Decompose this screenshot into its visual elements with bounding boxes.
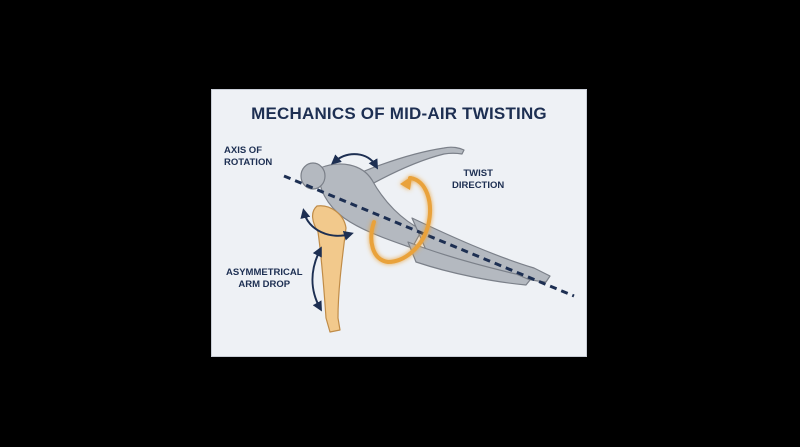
diagram-card: MECHANICS OF MID-AIR TWISTING bbox=[211, 89, 587, 357]
raised-arm bbox=[361, 146, 465, 185]
shoulder-rotation-arrow bbox=[330, 153, 378, 170]
head bbox=[300, 162, 326, 190]
axis-of-rotation-label: AXIS OF ROTATION bbox=[224, 145, 272, 169]
gymnast-body bbox=[300, 146, 551, 286]
arm-label-line2: ARM DROP bbox=[238, 279, 291, 290]
diagram-title: MECHANICS OF MID-AIR TWISTING bbox=[251, 104, 547, 123]
axis-of-rotation-line bbox=[283, 174, 575, 298]
arm-label-line1: ASYMMETRICAL bbox=[226, 267, 303, 278]
dropped-arm bbox=[312, 205, 347, 333]
arm-rotation-arrow bbox=[300, 208, 354, 241]
axis-label-line1: AXIS OF bbox=[224, 145, 263, 156]
arm-drop-arrow bbox=[311, 246, 322, 312]
twist-label-line2: DIRECTION bbox=[452, 180, 505, 191]
leg-back bbox=[407, 241, 531, 286]
twist-direction-arrow bbox=[369, 176, 432, 265]
axis-label-line2: ROTATION bbox=[224, 157, 273, 168]
twisting-figure bbox=[283, 146, 575, 333]
twist-label-line1: TWIST bbox=[463, 168, 493, 179]
twist-direction-label: TWIST DIRECTION bbox=[452, 168, 504, 192]
arm-drop-label: ASYMMETRICAL ARM DROP bbox=[226, 267, 303, 291]
